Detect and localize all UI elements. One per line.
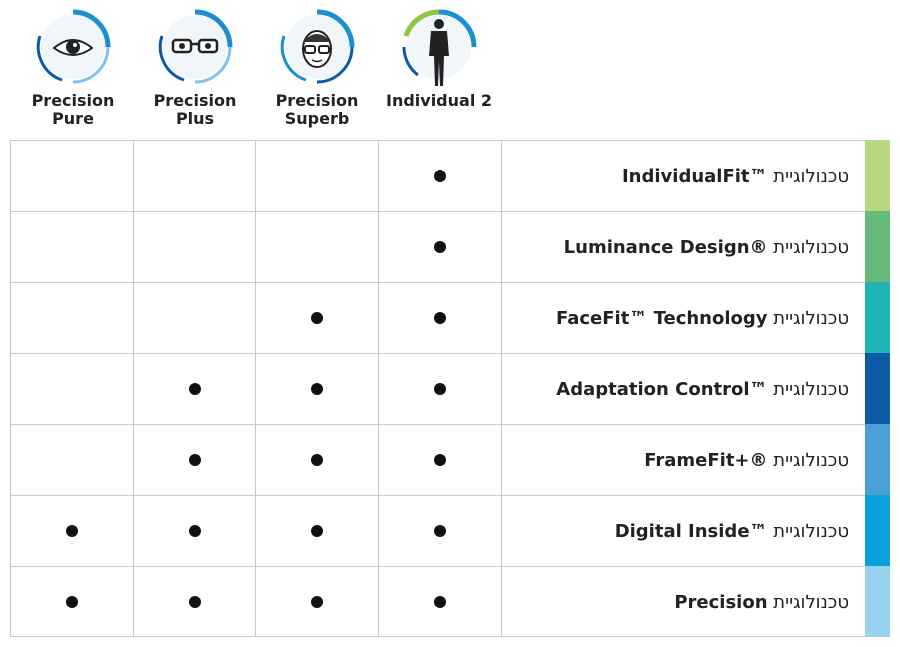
- technology-name: FrameFit+®: [644, 450, 768, 471]
- table-row: טכנולוגיית FaceFit™ Technology: [10, 282, 890, 353]
- feature-cell: [133, 424, 255, 495]
- technology-name: Luminance Design®: [563, 237, 768, 258]
- included-dot: [434, 170, 446, 182]
- feature-cell: [10, 282, 133, 353]
- table-row: טכנולוגיית IndividualFit™: [10, 140, 890, 211]
- included-dot: [66, 595, 78, 608]
- technology-label: טכנולוגיית Digital Inside™: [501, 495, 865, 566]
- technology-prefix: טכנולוגיית: [767, 592, 849, 613]
- technology-prefix: טכנולוגיית: [767, 521, 849, 542]
- color-swatch: [865, 424, 890, 495]
- feature-cell: [378, 211, 501, 282]
- feature-cell: [378, 140, 501, 211]
- feature-cell: [255, 495, 378, 566]
- eye-icon: [32, 6, 114, 88]
- color-swatch: [865, 566, 890, 637]
- technology-label: טכנולוגיית IndividualFit™: [501, 140, 865, 211]
- color-swatch: [865, 211, 890, 282]
- technology-prefix: טכנולוגיית: [767, 308, 849, 329]
- feature-cell: [255, 140, 378, 211]
- feature-cell: [378, 282, 501, 353]
- technology-label: טכנולוגיית Adaptation Control™: [501, 353, 865, 424]
- product-name: Individual 2: [385, 91, 493, 110]
- included-dot: [434, 595, 446, 608]
- feature-cell: [255, 211, 378, 282]
- feature-cell: [133, 282, 255, 353]
- table-row: טכנולוגיית Luminance Design®: [10, 211, 890, 282]
- product-individual-2: Individual 2: [378, 0, 500, 138]
- table-row: טכנולוגיית Digital Inside™: [10, 495, 890, 566]
- included-dot: [311, 454, 323, 466]
- technology-label: טכנולוגיית FaceFit™ Technology: [501, 282, 865, 353]
- feature-cell: [10, 495, 133, 566]
- feature-cell: [378, 424, 501, 495]
- color-swatch: [865, 282, 890, 353]
- color-swatch: [865, 495, 890, 566]
- person-icon: [398, 6, 480, 88]
- feature-cell: [378, 495, 501, 566]
- face-icon: [276, 6, 358, 88]
- feature-cell: [255, 282, 378, 353]
- included-dot: [434, 241, 446, 253]
- technology-name: FaceFit™ Technology: [556, 308, 768, 329]
- table-row: טכנולוגיית Precision: [10, 566, 890, 637]
- feature-cell: [378, 566, 501, 637]
- included-dot: [311, 383, 323, 395]
- feature-cell: [133, 211, 255, 282]
- included-dot: [434, 525, 446, 537]
- included-dot: [188, 595, 201, 608]
- included-dot: [434, 383, 446, 395]
- included-dot: [188, 454, 201, 466]
- feature-cell: [10, 353, 133, 424]
- feature-cell: [10, 424, 133, 495]
- feature-cell: [10, 211, 133, 282]
- feature-cell: [133, 140, 255, 211]
- technology-name: IndividualFit™: [621, 166, 768, 187]
- color-swatch: [865, 140, 890, 211]
- technology-name: Adaptation Control™: [556, 379, 768, 400]
- technology-label: טכנולוגיית Precision: [501, 566, 865, 637]
- technology-prefix: טכנולוגיית: [767, 450, 849, 471]
- technology-prefix: טכנולוגיית: [767, 379, 849, 400]
- feature-cell: [255, 424, 378, 495]
- included-dot: [311, 312, 323, 324]
- technology-prefix: טכנולוגיית: [767, 237, 849, 258]
- feature-cell: [378, 353, 501, 424]
- feature-cell: [255, 566, 378, 637]
- feature-cell: [10, 140, 133, 211]
- technology-name: Digital Inside™: [614, 521, 768, 542]
- glasses-icon: [154, 6, 236, 88]
- technology-label: טכנולוגיית Luminance Design®: [501, 211, 865, 282]
- feature-cell: [10, 566, 133, 637]
- technology-name: Precision: [674, 592, 768, 613]
- included-dot: [188, 383, 201, 395]
- feature-cell: [255, 353, 378, 424]
- technology-prefix: טכנולוגיית: [767, 166, 849, 187]
- included-dot: [311, 595, 323, 608]
- included-dot: [188, 525, 201, 537]
- table-row: טכנולוגיית FrameFit+®: [10, 424, 890, 495]
- included-dot: [66, 525, 78, 537]
- color-swatch: [865, 353, 890, 424]
- feature-cell: [133, 495, 255, 566]
- technology-label: טכנולוגיית FrameFit+®: [501, 424, 865, 495]
- included-dot: [434, 454, 446, 466]
- feature-cell: [133, 566, 255, 637]
- included-dot: [311, 525, 323, 537]
- table-row: טכנולוגיית Adaptation Control™: [10, 353, 890, 424]
- feature-cell: [133, 353, 255, 424]
- included-dot: [434, 312, 446, 324]
